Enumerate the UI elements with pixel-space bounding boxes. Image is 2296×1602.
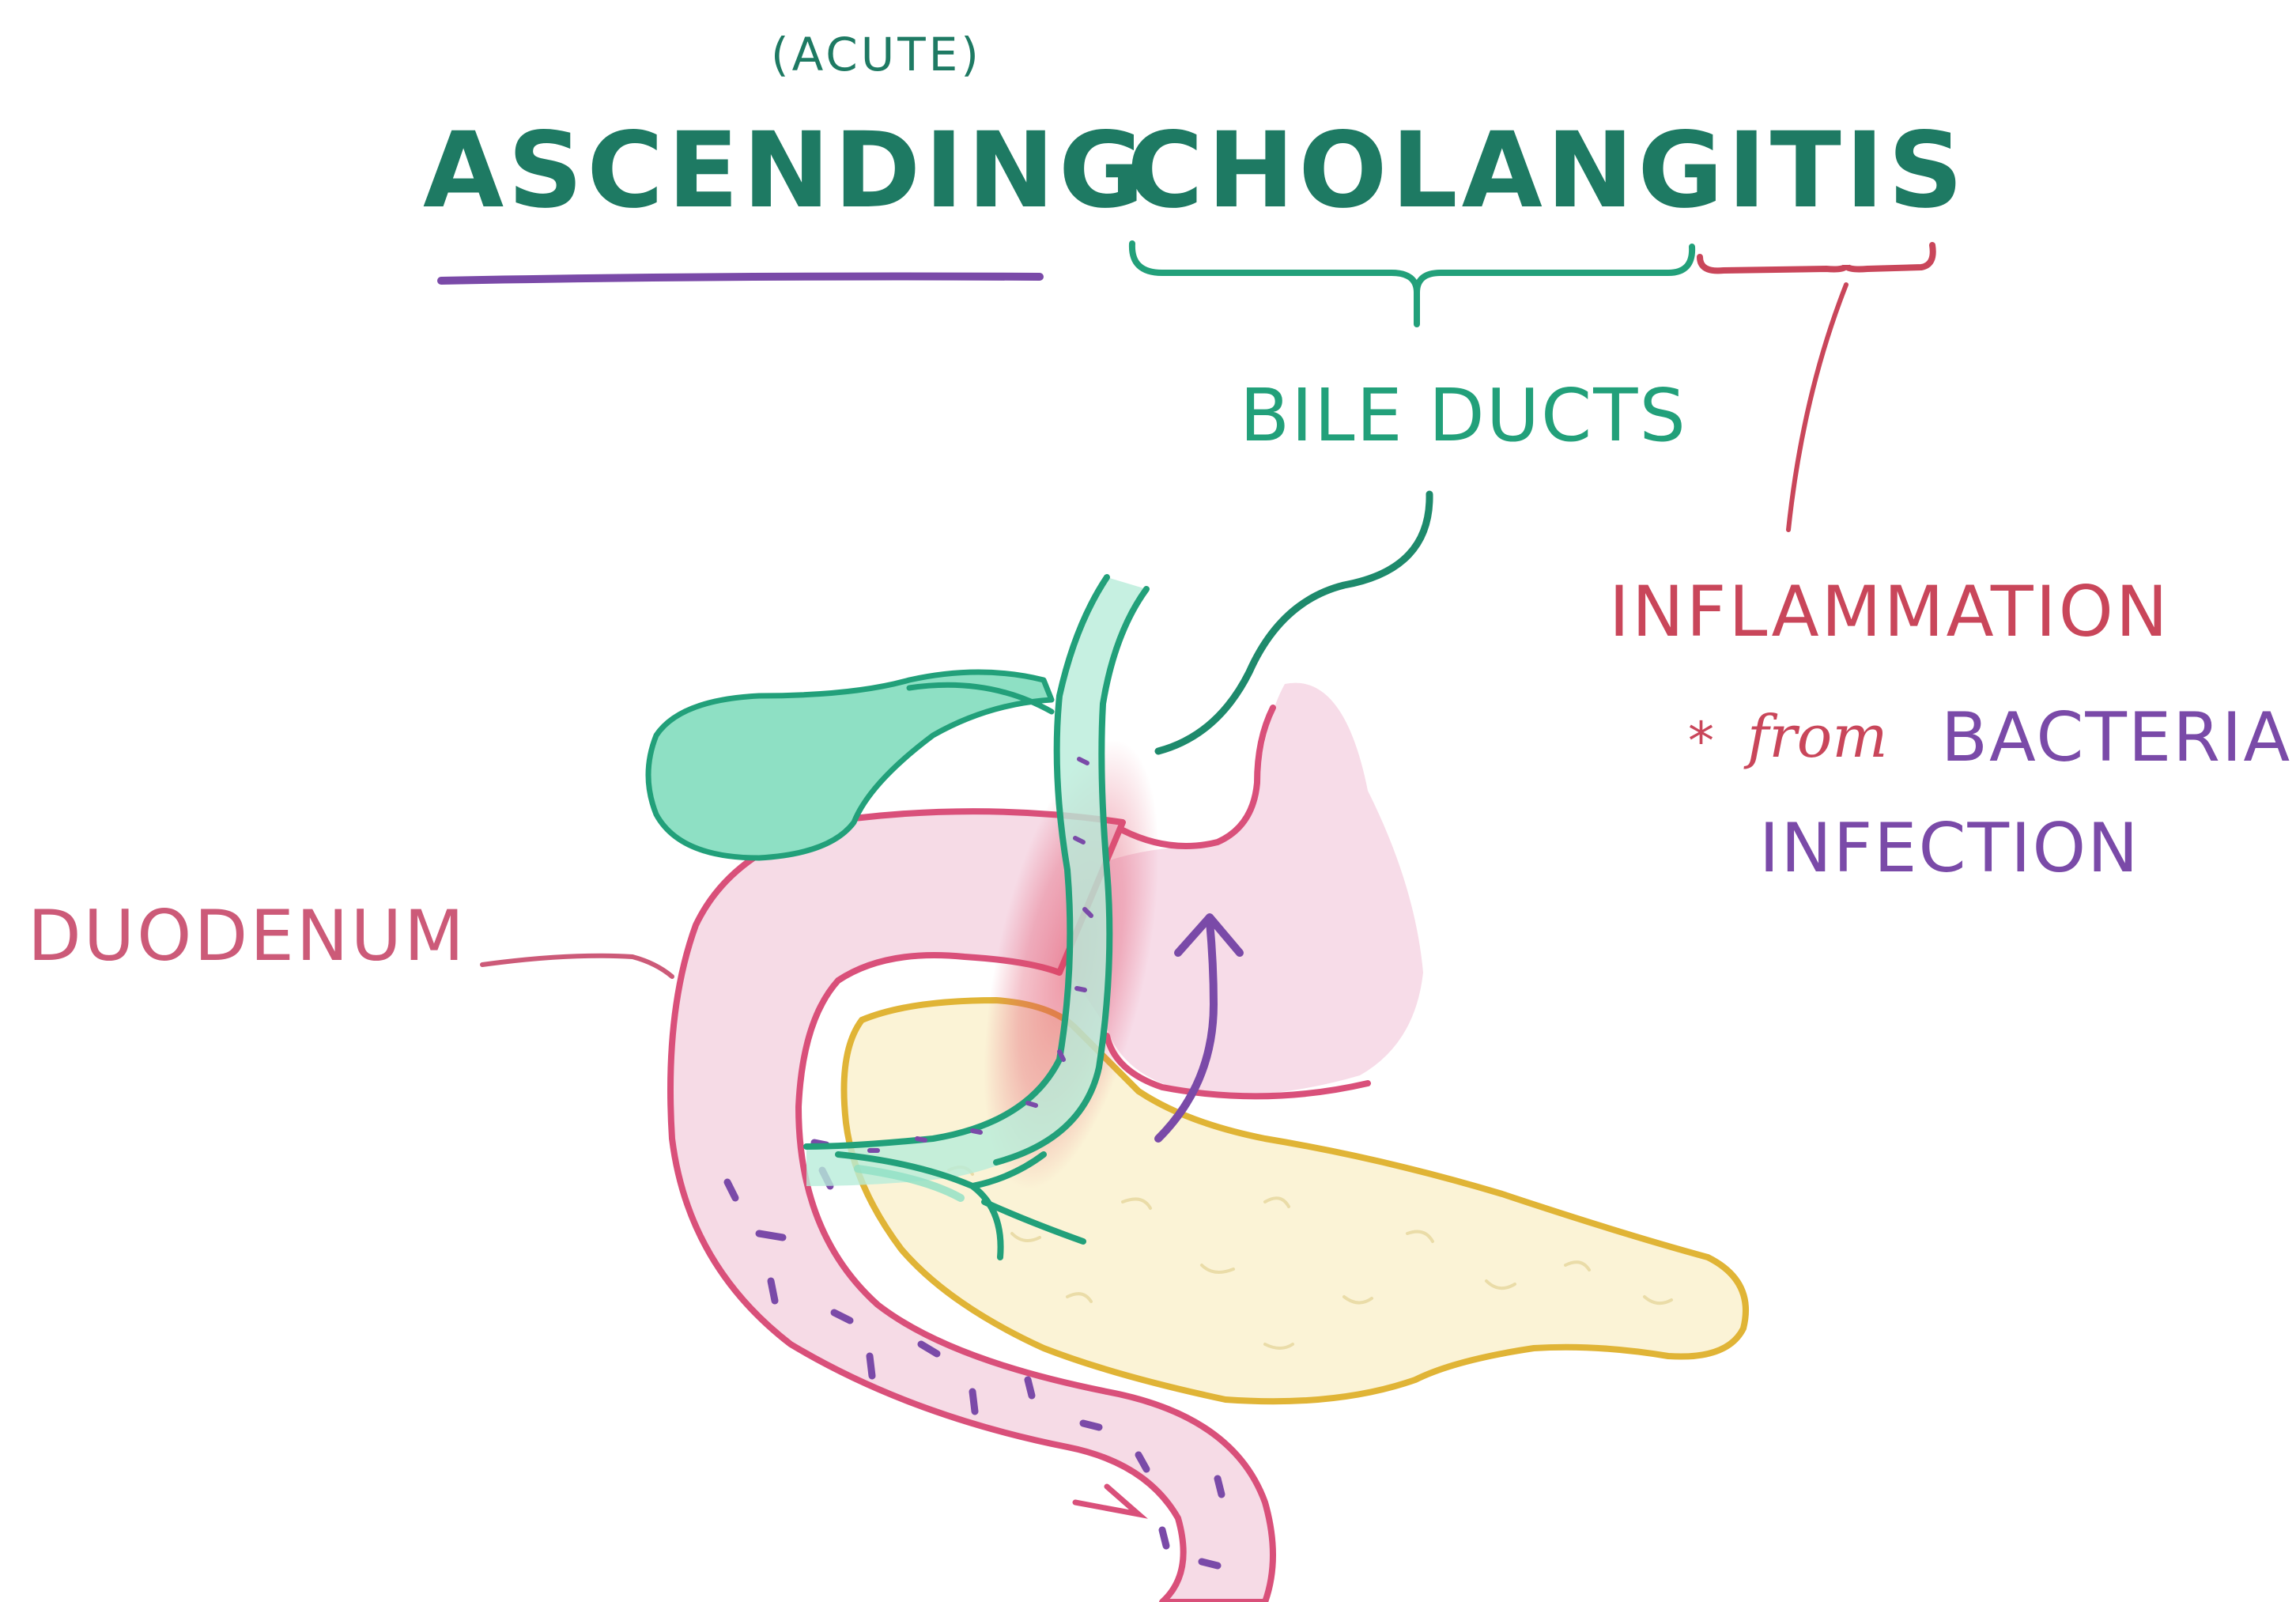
bile-ducts-label: BILE DUCTS [1240, 380, 1687, 452]
itis-bracket [1700, 245, 1933, 270]
bacterium [771, 1281, 775, 1301]
duodenum-leader [482, 956, 672, 977]
title-prefix: (ACUTE) [771, 32, 982, 77]
note-infection-text: INFECTION [1759, 814, 2139, 882]
bacterium [1218, 1479, 1222, 1494]
bacterium [1083, 1423, 1099, 1427]
bacterium [1202, 1562, 1218, 1566]
note-asterisk: * [1688, 716, 1714, 768]
ascending-underline [441, 277, 1040, 281]
bacterium [1028, 1380, 1032, 1396]
bacterium [917, 1139, 925, 1140]
bacterium [972, 1392, 975, 1411]
duodenum-lower-outline [1075, 1487, 1139, 1514]
title-ascending: ASCENDING [423, 119, 1148, 223]
cholang-bracket [1132, 244, 1692, 293]
duodenum-label: DUODENUM [28, 901, 466, 971]
title-cholangitis: CHOLANGITIS [1127, 119, 1967, 223]
note-bacterial-text: BACTERIAL [1941, 704, 2296, 772]
bacterium [1162, 1530, 1166, 1546]
bacterium [1077, 988, 1085, 990]
bacterium [870, 1356, 872, 1376]
inflammation-label: INFLAMMATION [1609, 577, 2170, 647]
bacterium [972, 1131, 980, 1132]
inflammation-connector [1788, 285, 1846, 530]
bacterium [759, 1234, 783, 1237]
note-from-text: from [1747, 708, 1887, 766]
bacterium [1028, 1103, 1036, 1105]
